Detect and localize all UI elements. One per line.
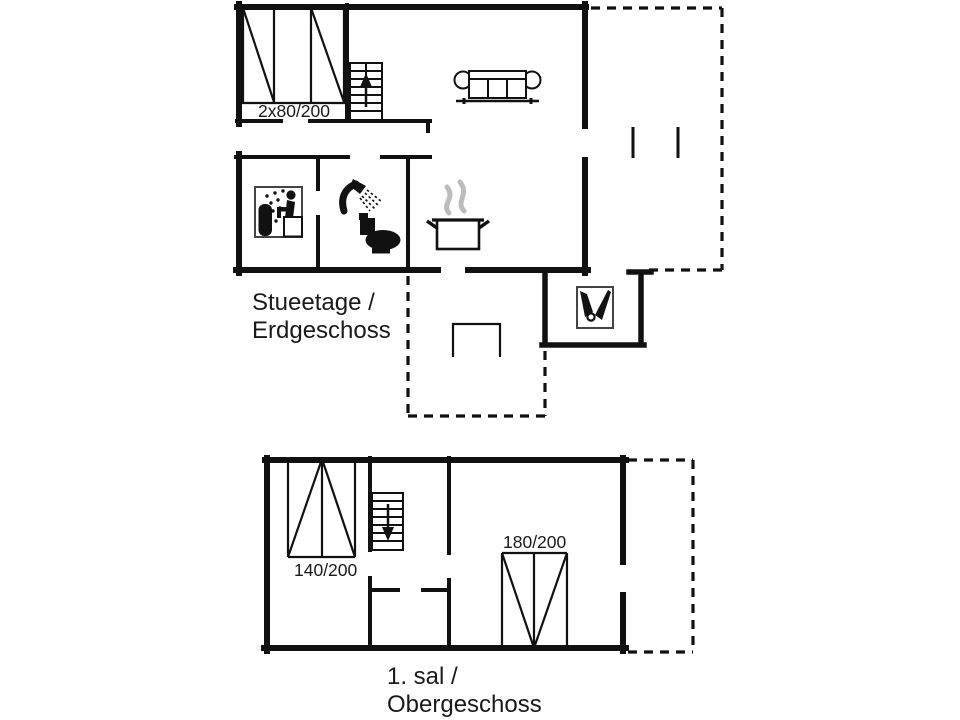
cooking-pot-icon [425,179,491,251]
gf-twin-beds [239,7,346,105]
ff-caption-line1: 1. sal / [387,663,458,690]
bed-icon [500,551,569,649]
staircase-down-icon [371,492,404,551]
ground-floor-plan: 2x80/200 Stueetage / Erdgeschoss [233,1,724,418]
sauna-icon [254,186,303,238]
ff-balcony-outline [628,458,695,654]
staircase-up-icon [349,62,383,121]
sofa-body [468,70,527,99]
sofa-icon [453,70,542,104]
stairs-arrow-head [360,73,372,87]
grill-icon [576,286,614,329]
sauna-person [277,190,296,218]
first-floor-plan: 140/200 180/200 1. sal / Obergeschoss [261,455,695,718]
sauna-stove [258,204,272,236]
shower-icon [339,179,383,215]
shower-spray [359,189,383,212]
toilet-icon [359,213,401,254]
gf-right-terrace-outline [591,6,724,272]
sofa-cushions [469,78,526,98]
grill-tool-left [580,291,593,317]
gf-storage-walls [539,268,654,348]
gf-caption-line2: Erdgeschoss [252,317,391,344]
gf-lower-terrace-outline [406,276,547,418]
ff-bed-left-label: 140/200 [294,560,358,580]
bed-icon [309,7,346,103]
bed-icon [286,458,357,559]
gf-caption-line1: Stueetage / [252,289,375,316]
bed-180-lines [500,552,569,649]
steam-curl [444,184,453,216]
sofa-feet [462,98,533,104]
sauna-steam-dots [262,189,285,226]
gf-terrace-door-posts [631,127,680,158]
steam-curl [457,179,467,214]
ff-caption-line2: Obergeschoss [387,691,542,718]
bed-140-lines [286,458,357,558]
shower-head [350,179,366,194]
gf-beds-label: 2x80/200 [258,101,330,121]
stairs-arrow-head [382,527,394,541]
grill-ring [586,312,596,322]
ff-bed-right-label: 180/200 [503,532,567,552]
pot-body [435,218,481,251]
grill-tool-right [595,290,611,320]
pot-handles [425,219,491,230]
bed-icon [241,7,276,103]
gf-hall-wall-upper [235,119,432,133]
terrace-table-icon [451,322,502,357]
